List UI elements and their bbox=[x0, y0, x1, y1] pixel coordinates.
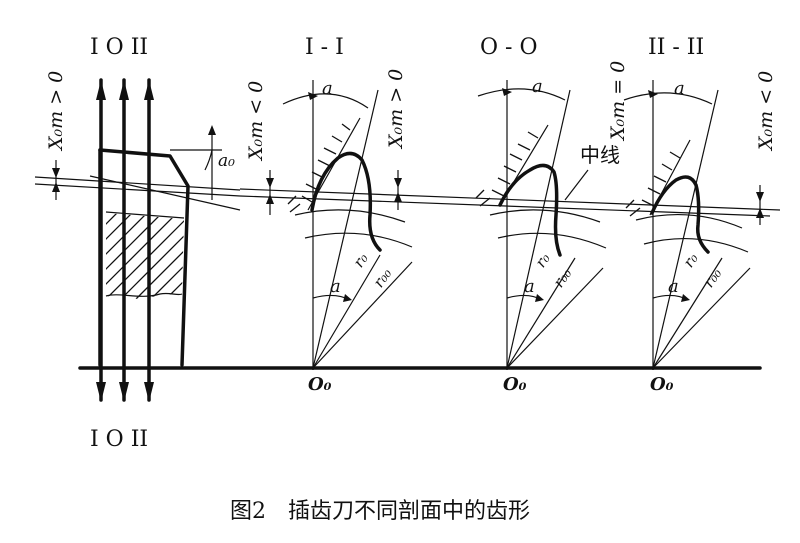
rake-angle-label: a₀ bbox=[218, 151, 235, 171]
section-2-right-label: X₀m < 0 bbox=[755, 71, 777, 152]
section-0-rack-hatch bbox=[475, 131, 539, 207]
section-2-angle-bottom: a bbox=[668, 276, 679, 297]
section-1-center: O₀ bbox=[308, 374, 332, 395]
section-1-radius-1: r₀ bbox=[350, 250, 372, 271]
section-0-angle-top: a bbox=[532, 76, 543, 97]
section-2-title: II - II bbox=[648, 35, 704, 60]
shaper-top-label: I O II bbox=[90, 35, 148, 60]
section-2-angle-top: a bbox=[674, 78, 685, 99]
cutter-outline bbox=[78, 148, 762, 370]
section-1-angle-top: a bbox=[322, 78, 333, 99]
section-0-radius-2: r₀₀ bbox=[550, 265, 576, 291]
shaper-bottom-label: I O II bbox=[90, 427, 148, 452]
section-1-title: I - I bbox=[305, 35, 344, 60]
middle-lines bbox=[239, 188, 781, 217]
section-2: II - II X₀m < 0 a a r₀ r₀₀ O₀ bbox=[623, 35, 777, 395]
section-1-left-label: X₀m < 0 bbox=[245, 81, 267, 162]
section-2-radius-1: r₀ bbox=[680, 250, 702, 271]
rake-angle-dimension: a₀ bbox=[204, 125, 235, 200]
section-0-title: O - O bbox=[480, 35, 538, 60]
section-cut-lines bbox=[96, 78, 154, 402]
section-0-middle-line-label: 中线 bbox=[580, 143, 620, 167]
section-0: O - O X₀m = 0 中线 a a r₀ r₀₀ bbox=[475, 35, 629, 395]
shaper-cutter-view: I O II I O II bbox=[34, 35, 762, 452]
section-1-angle-bottom: a bbox=[330, 276, 341, 297]
section-0-angle-bottom: a bbox=[524, 276, 535, 297]
section-0-radius-1: r₀ bbox=[532, 250, 554, 271]
section-1-radius-2: r₀₀ bbox=[370, 265, 396, 291]
offset-reference-lines bbox=[34, 149, 241, 211]
section-2-rack-hatch bbox=[625, 151, 681, 217]
left-offset-label: X₀m > 0 bbox=[45, 71, 67, 152]
section-1-right-label: X₀m > 0 bbox=[385, 69, 407, 150]
section-2-center: O₀ bbox=[650, 374, 674, 395]
figure-caption: 图2 插齿刀不同剖面中的齿形 bbox=[230, 499, 530, 524]
section-0-right-label: X₀m = 0 bbox=[607, 61, 629, 142]
section-0-center: O₀ bbox=[503, 374, 527, 395]
left-offset-dimension: X₀m > 0 bbox=[45, 71, 67, 200]
section-1: I - I X₀m < 0 X₀m > 0 bbox=[245, 35, 413, 395]
